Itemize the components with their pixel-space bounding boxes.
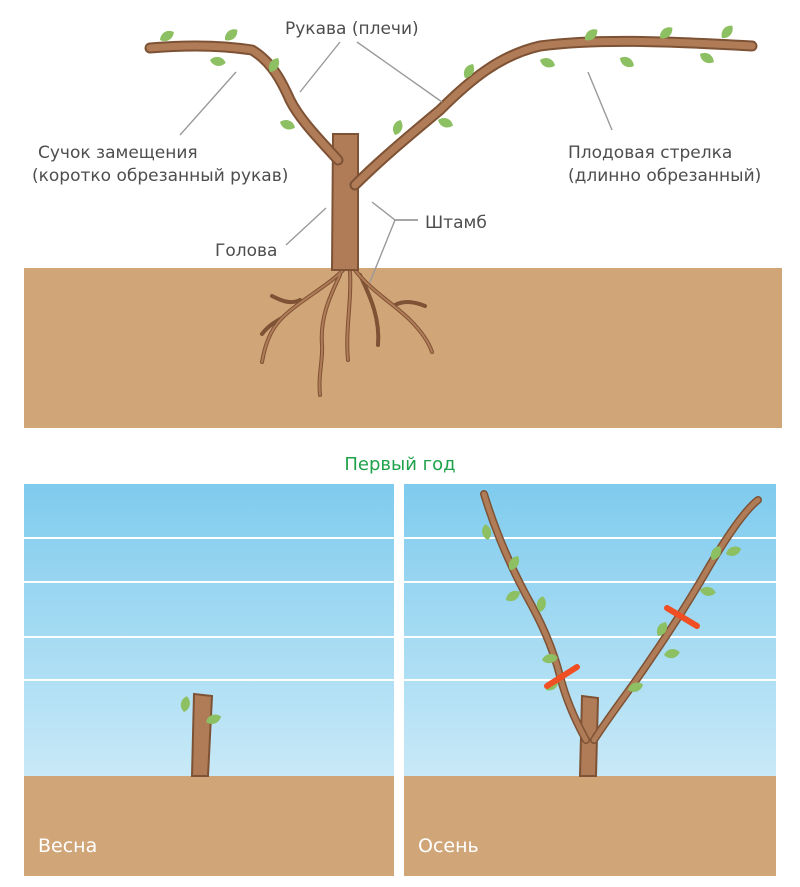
cut-mark-left bbox=[544, 664, 580, 689]
label-spur-line2: (коротко обрезанный рукав) bbox=[32, 166, 288, 186]
leader-lines bbox=[179, 41, 613, 283]
trellis-wires-autumn bbox=[404, 537, 776, 681]
section-title: Первый год bbox=[344, 454, 455, 475]
label-spring: Весна bbox=[38, 835, 97, 857]
soil-autumn bbox=[404, 776, 776, 876]
cut-marks bbox=[544, 605, 700, 689]
mature-vine-illustration: Рукава (плечи) Сучок замещения (коротко … bbox=[24, 19, 782, 428]
label-arms: Рукава (плечи) bbox=[285, 19, 419, 39]
label-trunk: Штамб bbox=[425, 213, 487, 233]
soil-block bbox=[24, 268, 782, 428]
young-shoot bbox=[190, 692, 214, 777]
autumn-stem bbox=[578, 694, 600, 777]
label-autumn: Осень bbox=[418, 835, 479, 857]
spring-panel: Весна bbox=[24, 484, 394, 876]
trunk bbox=[330, 133, 359, 271]
trellis-wires-spring bbox=[24, 537, 394, 681]
label-cane-line2: (длинно обрезанный) bbox=[568, 166, 761, 186]
label-spur-line1: Сучок замещения bbox=[38, 143, 198, 163]
soil-spring bbox=[24, 776, 394, 876]
label-head: Голова bbox=[215, 241, 277, 261]
label-cane-line1: Плодовая стрелка bbox=[568, 143, 732, 163]
cut-mark-right bbox=[664, 605, 700, 629]
autumn-panel: Осень bbox=[404, 484, 776, 876]
